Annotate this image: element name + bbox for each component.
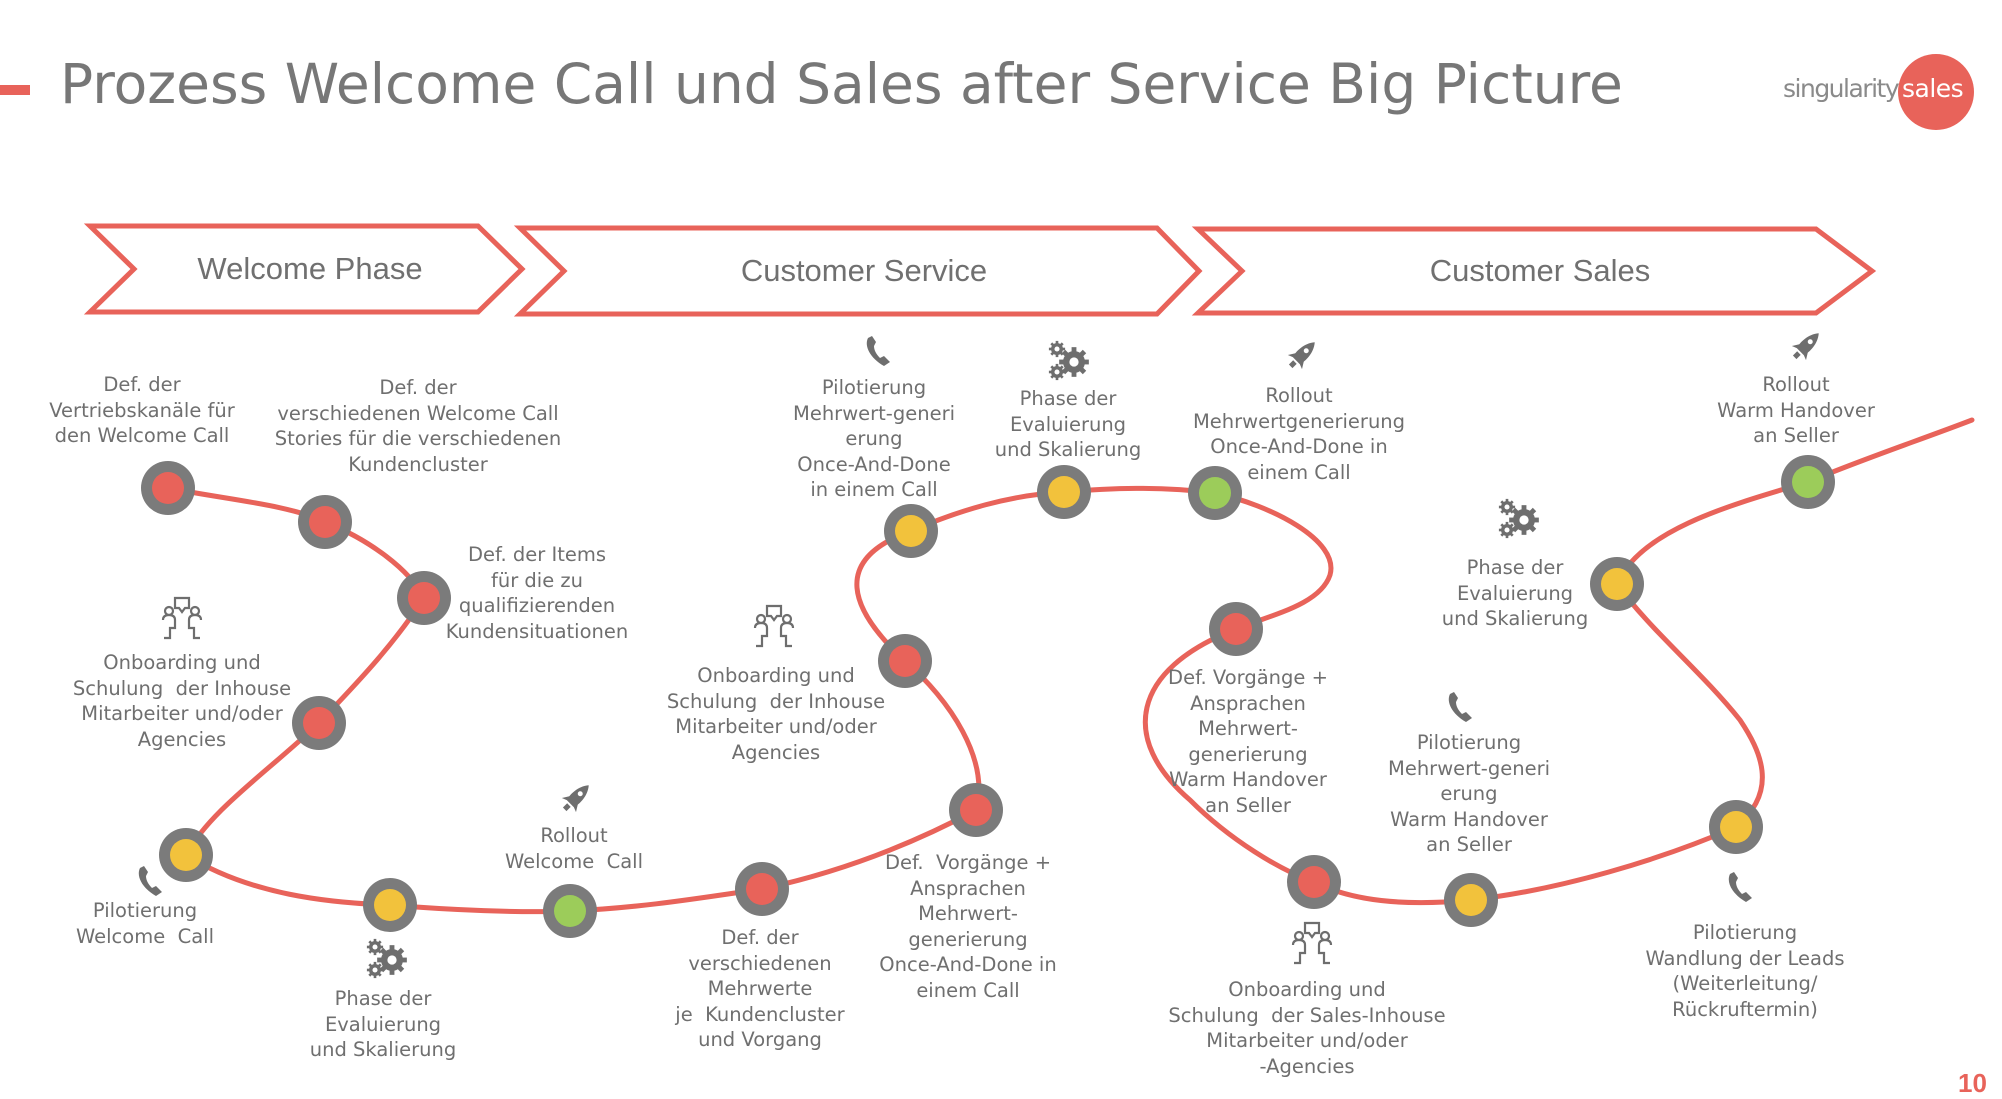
milestone-status-red	[152, 472, 184, 504]
rocket-icon	[1791, 333, 1819, 361]
milestone-status-yellow	[1601, 568, 1633, 600]
rocket-icon	[561, 785, 589, 813]
phone-icon	[1728, 872, 1752, 902]
milestone-label: Rollout Warm Handover an Seller	[1717, 373, 1875, 447]
milestone-status-yellow	[374, 889, 406, 921]
title-accent-bar	[0, 85, 30, 95]
phone-icon	[138, 866, 162, 896]
training-icon	[161, 596, 203, 640]
phase-chevron-sales	[1191, 226, 1877, 316]
gears-icon	[1048, 340, 1089, 381]
milestone-status-red	[303, 707, 335, 739]
phase-chevron-service	[513, 225, 1203, 317]
milestone-status-green	[1199, 477, 1231, 509]
logo-text-sales: sales	[1902, 74, 1964, 103]
gears-icon	[1498, 498, 1539, 539]
milestone-status-red	[960, 794, 992, 826]
phase-label-welcome: Welcome Phase	[197, 251, 423, 286]
milestone-label: Rollout Welcome Call	[505, 824, 643, 873]
milestone-label: Def. der verschiedenen Mehrwerte je Kund…	[675, 926, 845, 1051]
milestone-label: Onboarding und Schulung der Sales-Inhous…	[1168, 978, 1446, 1078]
milestone-status-red	[1298, 866, 1330, 898]
milestone-label: Phase der Evaluierung und Skalierung	[309, 987, 457, 1061]
gears-icon	[366, 938, 407, 979]
milestone-label: Pilotierung Wandlung der Leads (Weiterle…	[1645, 921, 1845, 1021]
milestone-status-yellow	[1048, 476, 1080, 508]
logo-text-singularity: singularity	[1783, 74, 1900, 103]
milestone-label: Phase der Evaluierung und Skalierung	[994, 387, 1142, 461]
phase-label-sales: Customer Sales	[1429, 253, 1651, 288]
logo-circle	[1898, 54, 1974, 130]
milestone-label: Def. der verschiedenen Welcome Call Stor…	[274, 376, 562, 476]
milestone-label: Pilotierung Mehrwert-generi erung Warm H…	[1387, 731, 1551, 856]
milestone-status-yellow	[895, 515, 927, 547]
milestone-label: Onboarding und Schulung der Inhouse Mita…	[666, 664, 886, 764]
milestone-status-red	[889, 645, 921, 677]
logo: singularity sales	[1783, 52, 1983, 132]
milestone-label: Pilotierung Welcome Call	[76, 899, 214, 948]
milestone-status-yellow	[1720, 811, 1752, 843]
milestone-status-red	[309, 506, 341, 538]
milestone-label: Rollout Mehrwertgenerierung Once-And-Don…	[1192, 384, 1406, 484]
phone-icon	[866, 336, 890, 366]
milestone-label: Phase der Evaluierung und Skalierung	[1441, 556, 1589, 630]
milestone-label: Def. Vorgänge + Ansprachen Mehrwert- gen…	[879, 851, 1057, 1002]
milestone-status-yellow	[170, 839, 202, 871]
milestone-label: Def. der Vertriebskanäle für den Welcome…	[49, 373, 235, 447]
phase-label-service: Customer Service	[740, 253, 988, 288]
milestone-label: Pilotierung Mehrwert-generi erung Once-A…	[792, 376, 956, 501]
milestone-status-red	[1220, 613, 1252, 645]
milestone-status-green	[1792, 466, 1824, 498]
milestone-status-yellow	[1455, 884, 1487, 916]
milestone-status-green	[554, 895, 586, 927]
training-icon	[1291, 921, 1333, 965]
phone-icon	[1448, 692, 1472, 722]
phase-chevron-welcome	[83, 223, 526, 315]
training-icon	[753, 604, 795, 648]
rocket-icon	[1287, 342, 1315, 370]
page-number: 10	[1958, 1068, 1987, 1098]
milestone-status-red	[408, 582, 440, 614]
milestone-label: Def. Vorgänge + Ansprachen Mehrwert- gen…	[1168, 666, 1328, 817]
page-title: Prozess Welcome Call und Sales after Ser…	[60, 52, 1623, 116]
milestone-status-red	[746, 873, 778, 905]
milestone-label: Def. der Items für die zu qualifizierend…	[445, 543, 629, 643]
milestone-label: Onboarding und Schulung der Inhouse Mita…	[72, 651, 292, 751]
